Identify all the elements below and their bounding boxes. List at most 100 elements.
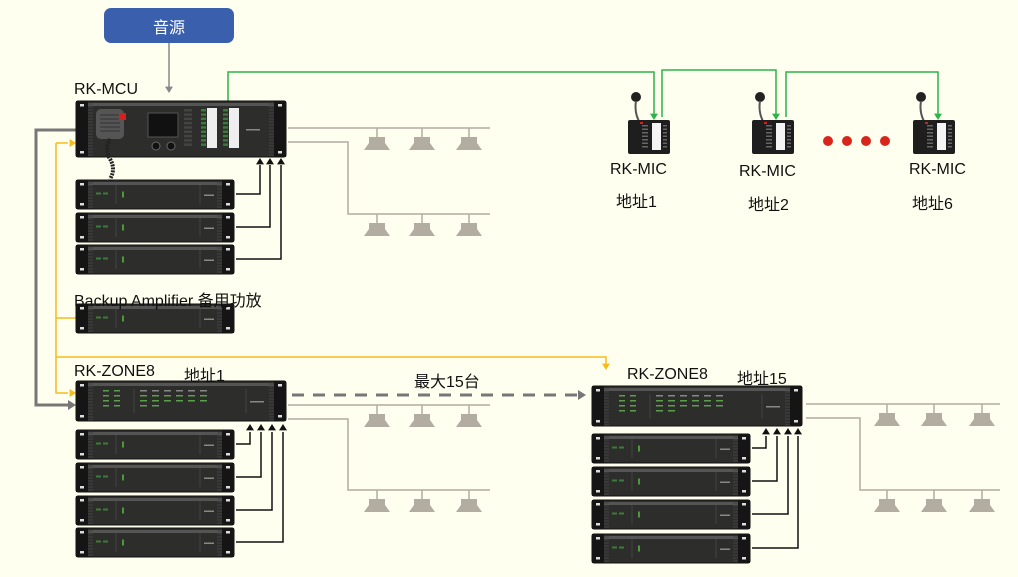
zone15-amplifier-4 (591, 533, 751, 564)
audio-source-box: 音源 (104, 8, 234, 43)
zone15-amp-arrow-1 (762, 428, 770, 435)
zone15-unit (591, 385, 803, 427)
zone1-amplifier-1 (75, 429, 235, 460)
mcu-amplifier-3 (75, 244, 235, 275)
zone15-line-b (806, 417, 1000, 491)
cascade-arrow (578, 390, 586, 400)
zone1-speaker-a1 (364, 405, 390, 427)
zone1-amp-arrow-4 (279, 424, 287, 431)
mic6-address: 地址6 (912, 196, 953, 213)
zone15-amplifier-3 (591, 499, 751, 530)
mcu-amplifier-1 (75, 179, 235, 210)
zone1-amp-wire-2 (236, 432, 262, 478)
backup-arrow-zone15 (602, 363, 610, 370)
mic-bus-2 (661, 69, 777, 117)
zone1-speaker-b2 (409, 490, 435, 512)
backup-bus (55, 143, 68, 394)
mcu-mic-cord (105, 137, 115, 181)
backup-bus-top (56, 356, 607, 364)
zone1-amp-wire-1 (236, 432, 251, 445)
mcu-amp-wire-1 (236, 165, 261, 195)
backup-amplifier (75, 303, 235, 334)
mic-2 (752, 92, 794, 154)
mic1-model: RK-MIC (610, 161, 667, 178)
zone15-speaker-a2 (921, 404, 947, 426)
mcu-label: RK-MCU (74, 81, 138, 98)
mic-bus-3 (785, 71, 939, 117)
zone15-amp-wire-4 (752, 436, 799, 549)
zone15-amp-wire-2 (752, 436, 778, 482)
zone1-line-b (288, 418, 490, 491)
ellipsis-dot-1 (823, 136, 833, 146)
mcu-amp-arrow-1 (256, 158, 264, 165)
wires (34, 43, 1000, 549)
zone15-amp-arrow-3 (784, 428, 792, 435)
mic-6 (913, 92, 955, 154)
max-count-label: 最大15台 (414, 374, 480, 391)
mcu-amplifier-2 (75, 212, 235, 243)
backup-arrow-mcu (69, 139, 76, 147)
zone1-amp-arrow-3 (268, 424, 276, 431)
mcu-amp-arrow-2 (266, 158, 274, 165)
mcu-amp-wire-2 (236, 165, 271, 228)
zone15-speaker-a3 (969, 404, 995, 426)
mic1-address: 地址1 (616, 194, 657, 211)
mcu-screen (147, 112, 179, 138)
mic-bus-1 (227, 71, 655, 115)
mic2-model: RK-MIC (739, 163, 796, 180)
zone1-amp-arrow-2 (257, 424, 265, 431)
backup-amp-label: Backup Amplifier 备用功放 (74, 293, 262, 310)
mic6-model: RK-MIC (909, 161, 966, 178)
zone15-speaker-a1 (874, 404, 900, 426)
zone15-amp-wire-3 (752, 436, 789, 515)
mic6-arrow (934, 113, 942, 120)
zone1-unit (75, 380, 287, 422)
zone15-speaker-b3 (969, 490, 995, 512)
zone1-speaker-b3 (456, 490, 482, 512)
zone15-amp-arrow-2 (773, 428, 781, 435)
zone1-amp-arrow-1 (246, 424, 254, 431)
ellipsis-dot-2 (842, 136, 852, 146)
zone15-model: RK-ZONE8 (627, 366, 708, 383)
mcu-amp-wire-3 (236, 165, 282, 260)
mcu-unit (75, 100, 287, 181)
speakers (364, 128, 995, 512)
mcu-zone-speaker-b1 (364, 214, 390, 236)
mic-1 (628, 92, 670, 154)
ellipsis-dot-4 (880, 136, 890, 146)
audio-source-label: 音源 (152, 19, 185, 37)
source-arrow (165, 86, 173, 93)
control-bus (34, 128, 76, 407)
mic2-arrow (772, 113, 780, 120)
zone15-amplifier-2 (591, 466, 751, 497)
mcu-amp-arrow-3 (277, 158, 285, 165)
zone15-speaker-b2 (921, 490, 947, 512)
control-arrow (68, 400, 76, 410)
zone1-address: 地址1 (184, 368, 225, 385)
zone1-amplifier-3 (75, 495, 235, 526)
zone1-speaker-a2 (409, 405, 435, 427)
backup-arrow-zone1 (69, 389, 76, 397)
mic1-arrow (650, 113, 658, 120)
zone1-model: RK-ZONE8 (74, 363, 155, 380)
mcu-zone-line-b (288, 141, 490, 215)
zone15-amp-arrow-4 (794, 428, 802, 435)
mcu-zone-speaker-a3 (456, 128, 482, 150)
zone1-amp-wire-3 (236, 432, 273, 511)
mic2-address: 地址2 (748, 197, 789, 214)
ellipsis-dot-3 (861, 136, 871, 146)
mcu-zone-speaker-a1 (364, 128, 390, 150)
zone15-amp-wire-1 (752, 436, 767, 449)
mcu-zone-speaker-b3 (456, 214, 482, 236)
devices (75, 92, 955, 564)
zone15-speaker-b1 (874, 490, 900, 512)
zone15-amplifier-1 (591, 433, 751, 464)
mcu-zone-speaker-a2 (409, 128, 435, 150)
zone1-speaker-a3 (456, 405, 482, 427)
zone1-amplifier-2 (75, 462, 235, 493)
zone1-amplifier-4 (75, 527, 235, 558)
mcu-zone-speaker-b2 (409, 214, 435, 236)
zone1-speaker-b1 (364, 490, 390, 512)
zone1-amp-wire-4 (236, 432, 284, 543)
